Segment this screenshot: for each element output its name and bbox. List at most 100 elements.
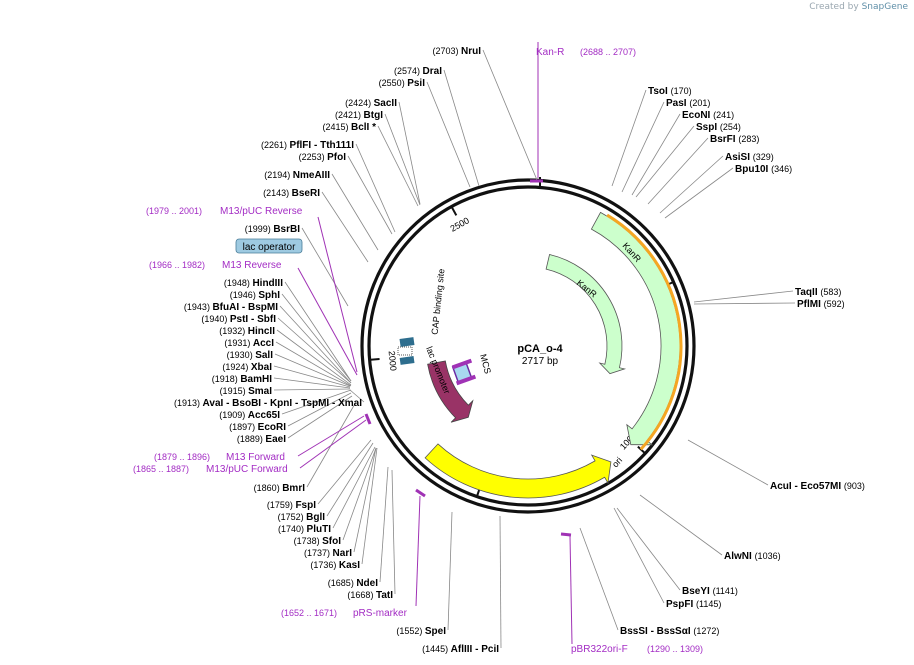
enzyme-site-left: (1685) NdeI <box>328 578 378 589</box>
enzyme-site-right: TaqII (583) <box>795 287 841 298</box>
enzyme-name: SphI <box>258 290 280 301</box>
enzyme-site-left: (2574) DraI <box>394 66 442 77</box>
enzyme-pos: (2415) <box>322 122 351 132</box>
primer-pbr322-range: (1290 .. 1309) <box>647 644 703 654</box>
leader-line <box>279 305 352 384</box>
leader-line <box>377 125 419 207</box>
primer-prs-label: pRS-marker <box>353 608 408 619</box>
enzyme-pos: (1913) <box>174 398 203 408</box>
ruler-tick <box>637 445 646 454</box>
enzyme-site-left: (1909) Acc65I <box>219 410 280 421</box>
enzyme-site-left: (1740) PluTI <box>278 524 331 535</box>
enzyme-pos: (2194) <box>264 170 293 180</box>
leader-line <box>301 227 349 307</box>
snapgene-credit: Created by SnapGene <box>809 2 908 12</box>
enzyme-name: AccI <box>253 338 274 349</box>
enzyme-name: AcuI - Eco57MI <box>770 481 844 492</box>
enzyme-site-left: (2424) SacII <box>345 98 397 109</box>
enzyme-site-left: (2253) PfoI <box>299 152 347 163</box>
leader-line <box>443 69 480 187</box>
enzyme-site-left: (1943) BfuAI - BspMI <box>184 302 278 313</box>
primer-pbr322-label: pBR322ori-F <box>571 644 628 655</box>
enzyme-site-right: AsiSI (329) <box>725 152 774 163</box>
enzyme-site-right: TsoI (170) <box>648 86 692 97</box>
enzyme-name: PasI <box>666 98 689 109</box>
enzyme-name: EcoNI <box>682 110 713 121</box>
enzyme-pos: (1930) <box>227 350 256 360</box>
enzyme-pos: (329) <box>753 152 774 162</box>
enzyme-name: BsrBI <box>273 224 300 235</box>
leader-line <box>347 155 393 235</box>
enzyme-pos: (1946) <box>230 290 259 300</box>
enzyme-pos: (2550) <box>379 78 408 88</box>
enzyme-pos: (1036) <box>755 551 781 561</box>
leader-line <box>275 341 352 387</box>
enzyme-pos: (2703) <box>432 46 461 56</box>
leader-line <box>277 317 352 384</box>
leader-line <box>391 469 396 595</box>
enzyme-name: SacII <box>374 98 398 109</box>
leader-lines <box>273 49 796 649</box>
leader-line <box>326 442 374 517</box>
enzyme-pos: (1740) <box>278 524 307 534</box>
enzyme-name: AvaI - BsoBI - KpnI - TspMI - XmaI <box>203 398 363 409</box>
enzyme-pos: (1668) <box>347 590 376 600</box>
leader-line <box>693 302 796 305</box>
leader-line <box>349 389 365 403</box>
enzyme-pos: (254) <box>720 122 741 132</box>
primer-m13puc-rev-range: (1979 .. 2001) <box>146 206 202 216</box>
enzyme-name: BtgI <box>364 110 384 121</box>
enzyme-site-left: (1948) HindIII <box>224 278 283 289</box>
leader-line <box>276 329 352 386</box>
leader-line <box>274 353 351 387</box>
enzyme-name: PstI - SbfI <box>230 314 276 325</box>
leader-line <box>273 388 351 391</box>
enzyme-pos: (1737) <box>304 548 333 558</box>
enzyme-name: SspI <box>696 122 720 133</box>
enzyme-site-left: (1889) EaeI <box>237 434 286 445</box>
leader-line <box>639 494 723 556</box>
enzyme-site-left: (1930) SalI <box>227 350 274 361</box>
enzyme-site-left: (1940) PstI - SbfI <box>201 314 276 325</box>
enzyme-pos: (1736) <box>310 560 339 570</box>
enzyme-site-right: Bpu10I (346) <box>735 164 792 175</box>
leader-line <box>616 507 681 591</box>
primer-pbr322ori-f: pBR322ori-F (1290 .. 1309) <box>560 532 703 655</box>
primer-m13-fwd-label: M13 Forward <box>226 452 285 463</box>
enzyme-name: SfoI <box>322 536 341 547</box>
enzyme-pos: (1948) <box>224 278 253 288</box>
enzyme-site-left: (1913) AvaI - BsoBI - KpnI - TspMI - Xma… <box>174 398 362 409</box>
enzyme-name: NarI <box>333 548 353 559</box>
primer-prs-range: (1652 .. 1671) <box>281 608 337 618</box>
enzyme-name: DraI <box>423 66 443 77</box>
backbone <box>360 178 696 514</box>
leader-line <box>273 365 351 388</box>
promoter-markers <box>397 337 477 386</box>
enzyme-site-left: (2550) PsiI <box>379 78 426 89</box>
primer-kan-r: Kan-R (2688 .. 2707) <box>530 42 636 183</box>
leader-line <box>687 439 769 486</box>
leader-line <box>287 392 352 427</box>
enzyme-pos: (1897) <box>229 422 258 432</box>
enzyme-site-left: (2194) NmeAIII <box>264 170 330 181</box>
enzyme-site-left: (2415) BclI * <box>322 122 376 133</box>
enzyme-pos: (1752) <box>278 512 307 522</box>
enzyme-site-right: BssSI - BssSαI (1272) <box>620 626 719 637</box>
enzyme-site-right: PasI (201) <box>666 98 710 109</box>
enzyme-pos: (1918) <box>212 374 241 384</box>
primer-kan-r-range: (2688 .. 2707) <box>580 47 636 57</box>
leader-line <box>281 293 352 382</box>
mcs-label: MCS <box>478 353 493 375</box>
leader-line <box>499 515 502 649</box>
leader-line <box>321 191 369 263</box>
enzymes-left: (2703) NruI(2574) DraI(2550) PsiI(2424) … <box>174 46 499 655</box>
enzyme-site-left: (1445) AflIII - PciI <box>422 644 499 655</box>
enzyme-name: SalI <box>255 350 273 361</box>
enzyme-site-left: (1931) AccI <box>224 338 274 349</box>
lac-operator-label: lac operator <box>243 242 296 253</box>
primers: Kan-R (2688 .. 2707) (1979 .. 2001) M13/… <box>133 42 703 655</box>
enzyme-pos: (2143) <box>263 188 292 198</box>
enzyme-site-left: (1552) SpeI <box>396 626 446 637</box>
enzymes-right: TsoI (170)PasI (201)EcoNI (241)SspI (254… <box>620 86 865 637</box>
enzyme-name: BfuAI - BspMI <box>212 302 278 313</box>
